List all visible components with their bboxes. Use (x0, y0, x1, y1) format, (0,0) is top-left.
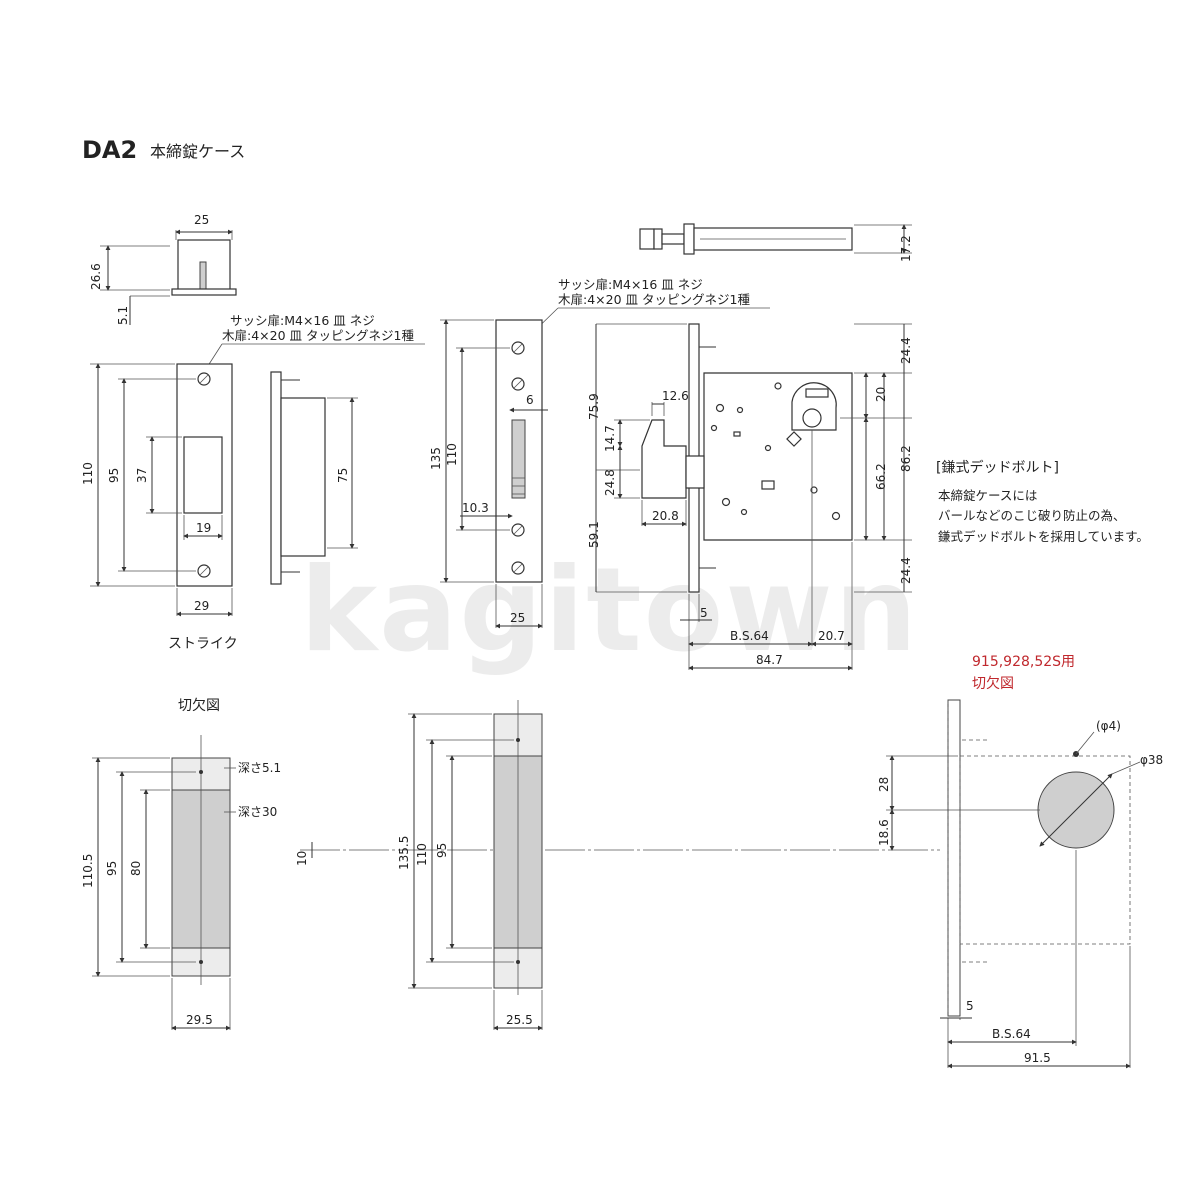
alt-cutout-caption-2: 切欠図 (972, 676, 1014, 692)
cutout-case-inner: 95 (435, 843, 449, 858)
strike-side-height: 75 (336, 468, 350, 483)
cutout-case-pitch: 110 (415, 843, 429, 866)
screw-note-middle: サッシ扉:M4×16 皿 ネジ 木扉:4×20 皿 タッピングネジ1種 (519, 277, 770, 346)
cutout-depth-2: 深さ30 (238, 805, 277, 819)
deadbolt-line-1: 本締錠ケースには (938, 488, 1037, 503)
lock-case-top-margin: 24.4 (899, 337, 913, 364)
screw-note-line2-b: 木扉:4×20 皿 タッピングネジ1種 (558, 292, 750, 307)
lock-case-cyl-offset: 20 (874, 387, 888, 402)
lock-case-bottom-margin: 24.4 (899, 557, 913, 584)
screw-note-line1-b: サッシ扉:M4×16 皿 ネジ (558, 277, 703, 292)
screw-note-left: サッシ扉:M4×16 皿 ネジ 木扉:4×20 皿 タッピングネジ1種 (203, 313, 425, 373)
cutout-depth-1: 深さ5.1 (238, 761, 281, 775)
strike-hole-pitch: 95 (107, 468, 121, 483)
cutout-case-height: 135.5 (397, 836, 411, 870)
deadbolt-line-3: 鎌式デッドボルトを採用しています。 (938, 529, 1149, 544)
alt-cutout-hole-big: φ38 (1140, 753, 1163, 767)
case-cutout-view: 135.5 110 95 25.5 (397, 700, 543, 1031)
alt-cutout-caption: 915,928,52S用 切欠図 (972, 654, 1075, 692)
lock-case-lower: 59.1 (587, 521, 601, 548)
lock-case-front: 5 (700, 606, 708, 620)
lock-case-rear: 20.7 (818, 629, 845, 643)
alt-cutout-front: 5 (966, 999, 974, 1013)
strike-width: 29 (194, 599, 209, 613)
lock-case-cyl-center: 66.2 (874, 463, 888, 490)
deadbolt-heading: [鎌式デッドボルト] (936, 459, 1059, 476)
strike-top-depth: 5.1 (116, 306, 130, 325)
alt-cutout-upper: 28 (877, 777, 891, 792)
lock-case-upper: 75.9 (587, 393, 601, 420)
deadbolt-line-2: バールなどのこじ破り防止の為、 (938, 508, 1126, 523)
deadbolt-note: [鎌式デッドボルト] 本締錠ケースには バールなどのこじ破り防止の為、 鎌式デッ… (936, 459, 1149, 544)
front-plate-bolt-travel: 6 (526, 393, 534, 407)
strike-top-height: 26.6 (89, 263, 103, 290)
strike-top-view: 25 26.6 5.1 (89, 213, 237, 325)
model-name: DA2 (82, 136, 137, 164)
front-plate-view: 135 110 6 10.3 25 (429, 319, 548, 629)
strike-opening: 37 (135, 468, 149, 483)
cutout-strike-height: 110.5 (81, 854, 95, 888)
watermark: kagitown (300, 543, 919, 678)
alt-cutout-total: 91.5 (1024, 1051, 1051, 1065)
cutout-case-width: 25.5 (506, 1013, 533, 1027)
alt-cutout-caption-1: 915,928,52S用 (972, 654, 1075, 670)
front-plate-total: 135 (429, 447, 443, 470)
strike-side-view: 75 (270, 371, 358, 585)
cutout-strike-width: 29.5 (186, 1013, 213, 1027)
lock-case-top-view: 17.2 (639, 223, 913, 262)
front-plate-bolt-offset: 10.3 (462, 501, 489, 515)
title: DA2 本締錠ケース (82, 136, 245, 164)
cutout-strike-pitch: 95 (105, 861, 119, 876)
alt-cutout-view: φ38 (φ4) 28 18.6 5 B.S.64 91.5 (877, 699, 1163, 1069)
strike-top-width: 25 (194, 213, 209, 227)
cutout-caption: 切欠図 (178, 698, 220, 714)
front-plate-width: 25 (510, 611, 525, 625)
strike-cutout-view: 110.5 95 80 深さ5.1 深さ30 29.5 (81, 735, 281, 1031)
alt-cutout-lower: 18.6 (877, 819, 891, 846)
alignment-line: 10 (295, 842, 940, 866)
lock-case-bolt-width: 12.6 (662, 389, 689, 403)
lock-case-total-right: 86.2 (899, 445, 913, 472)
model-subtitle: 本締錠ケース (150, 142, 245, 161)
screw-note-line1: サッシ扉:M4×16 皿 ネジ (230, 313, 375, 328)
strike-height: 110 (81, 462, 95, 485)
front-plate-hole-pitch: 110 (445, 443, 459, 466)
lock-case-bolt-depth: 20.8 (652, 509, 679, 523)
strike-caption: ストライク (168, 636, 238, 652)
cutout-offset: 10 (295, 851, 309, 866)
alt-cutout-hole-small: (φ4) (1096, 719, 1121, 733)
screw-note-line2: 木扉:4×20 皿 タッピングネジ1種 (222, 328, 414, 343)
lock-case-bolt-height: 14.7 (603, 425, 617, 452)
strike-opening-width: 19 (196, 521, 211, 535)
strike-front-view: 110 95 37 19 29 ストライク (81, 363, 238, 652)
lock-case-thickness: 17.2 (899, 235, 913, 262)
lock-case-backset: B.S.64 (730, 629, 769, 643)
lock-case-bolt-center: 24.8 (603, 469, 617, 496)
cutout-strike-opening: 80 (129, 861, 143, 876)
alt-cutout-backset: B.S.64 (992, 1027, 1031, 1041)
lock-case-total-width: 84.7 (756, 653, 783, 667)
lock-case-front-view: 75.9 59.1 12.6 14.7 24.8 20.8 24.4 20 86… (587, 323, 913, 671)
